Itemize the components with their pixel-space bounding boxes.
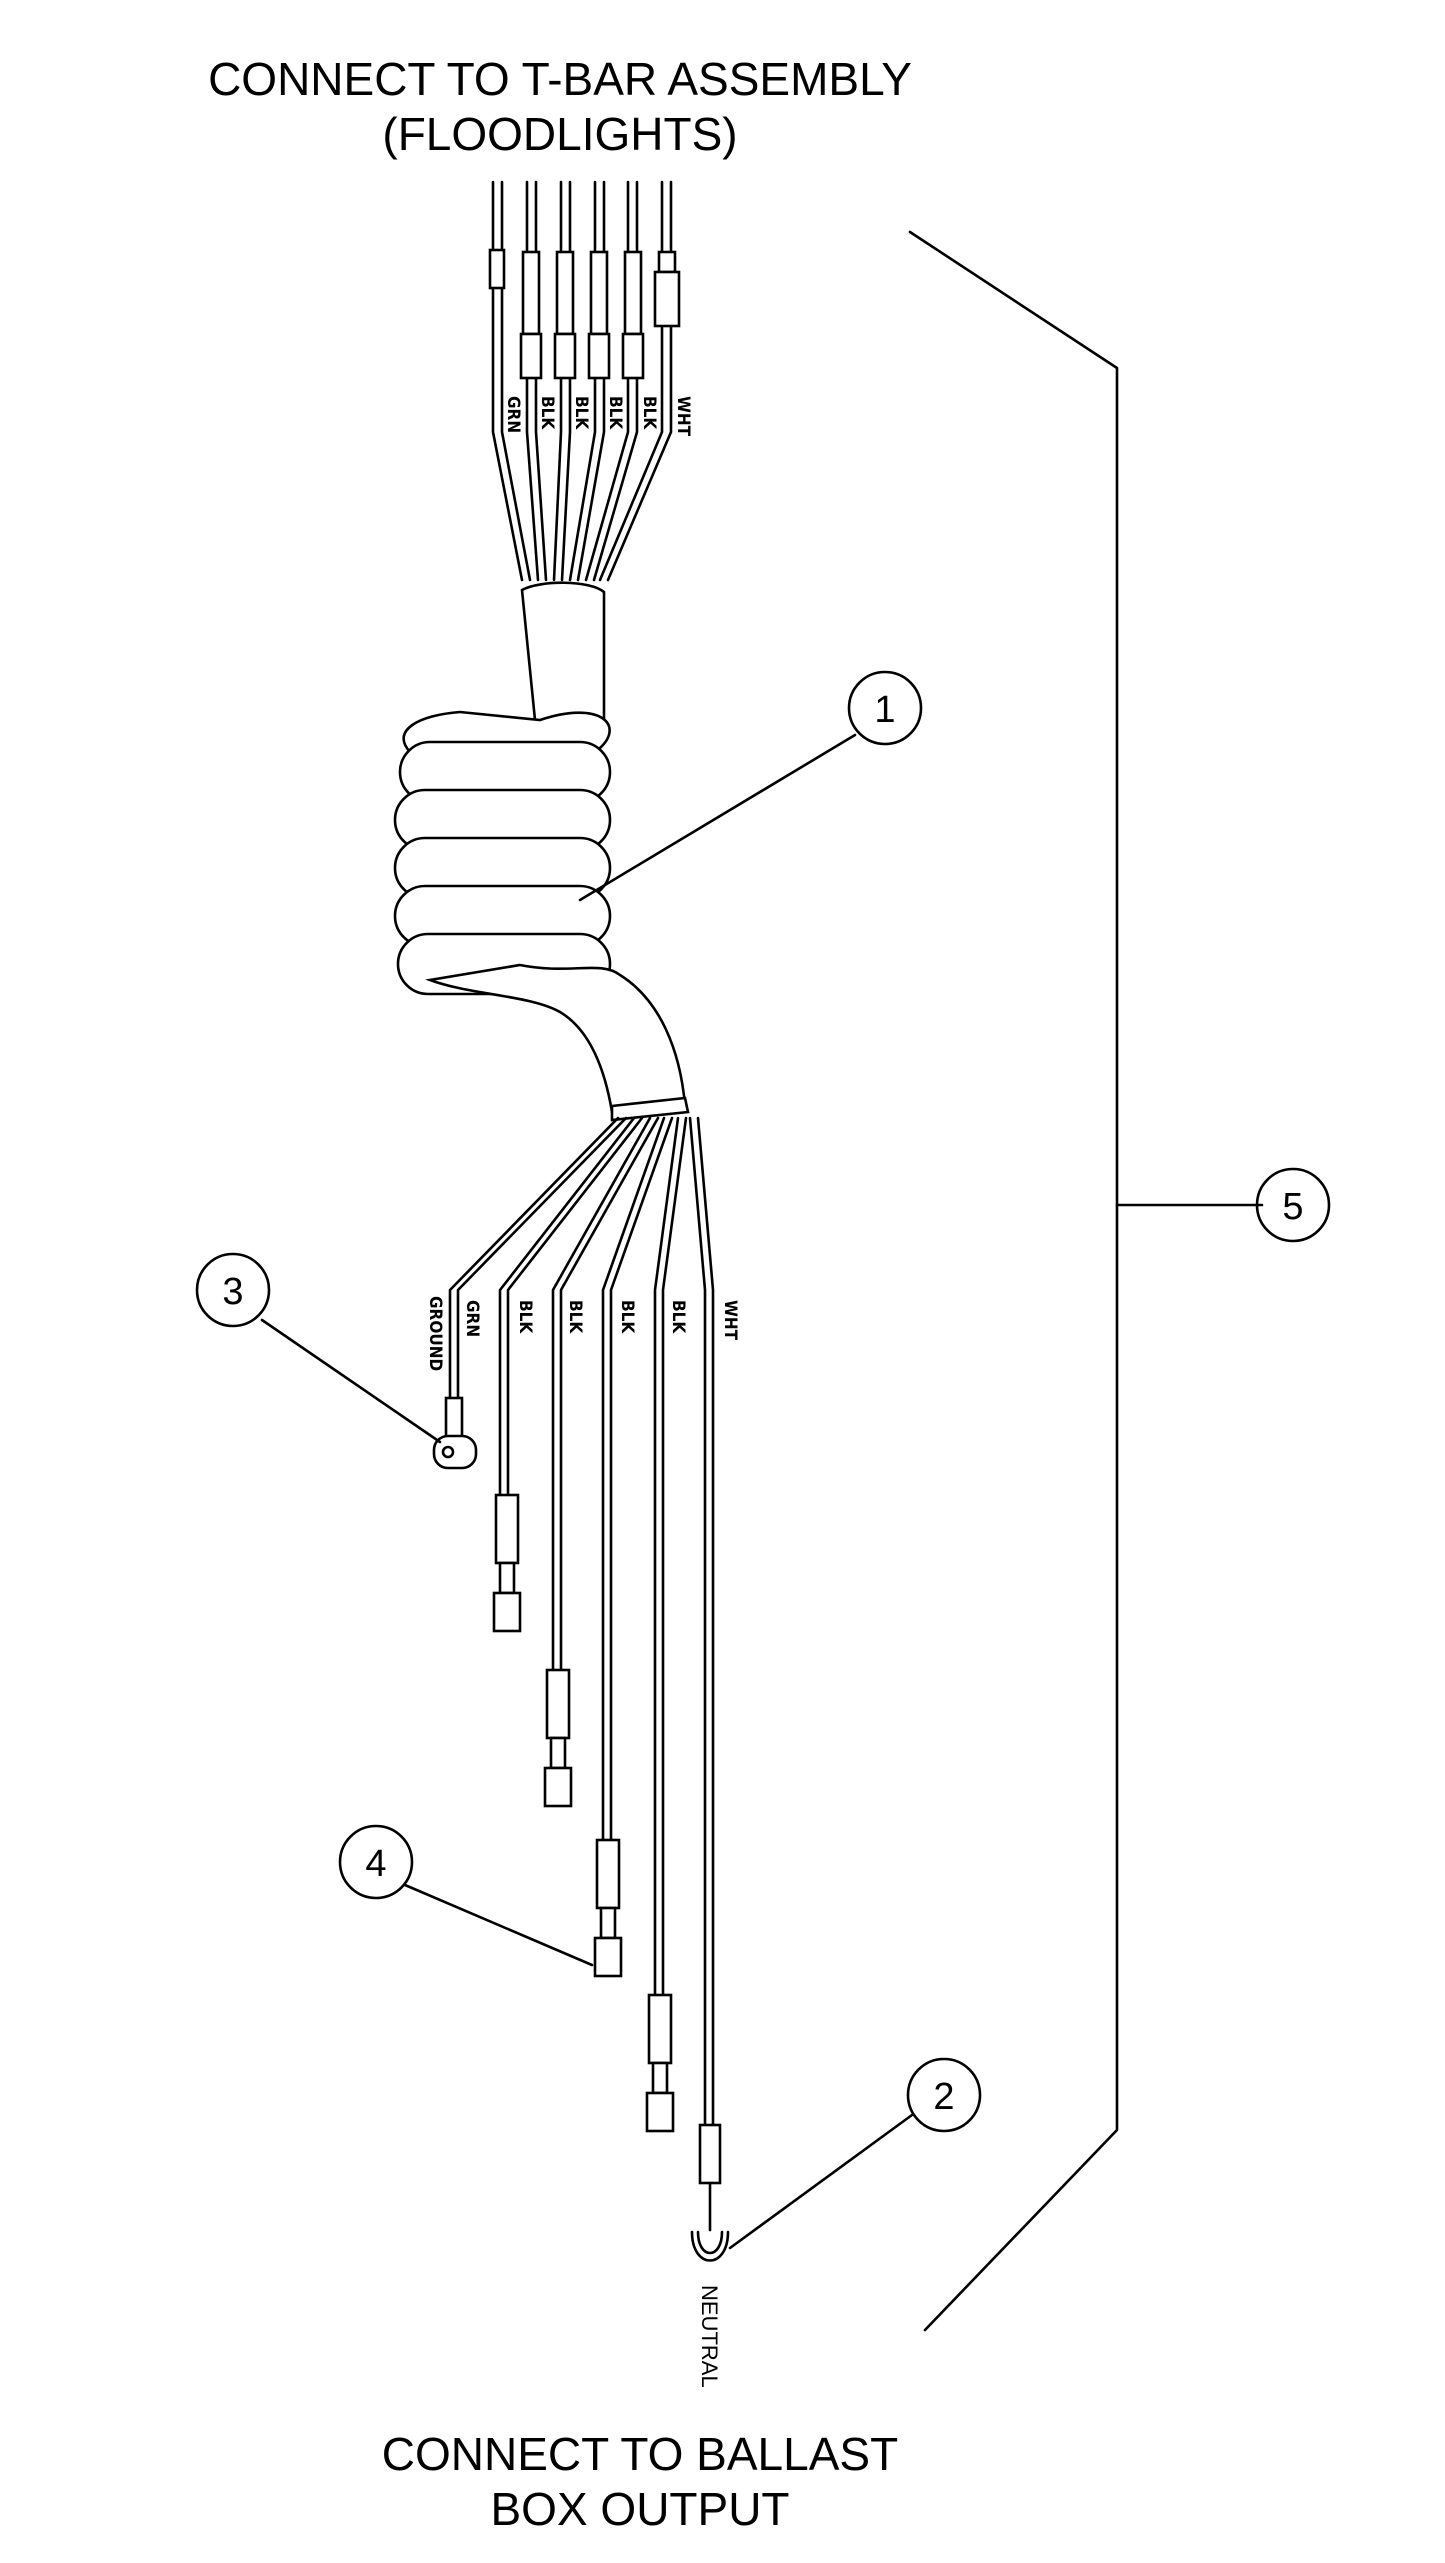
callout-1: 1 bbox=[847, 670, 923, 746]
cable-jacket-lower bbox=[424, 963, 687, 1114]
coiled-cord bbox=[393, 710, 612, 996]
fork-terminal-wht bbox=[690, 2123, 730, 2262]
top-ferrule-3 bbox=[589, 250, 609, 336]
top-connector-4 bbox=[621, 332, 645, 380]
spade-connector-blk-1 bbox=[543, 1668, 573, 1808]
top-wire-label-blk-2: BLK bbox=[571, 396, 591, 430]
callout-3-leader bbox=[260, 1318, 442, 1444]
cable-jacket-end bbox=[610, 1096, 690, 1122]
callout-3: 3 bbox=[195, 1252, 271, 1328]
callout-4: 4 bbox=[338, 1824, 414, 1900]
top-connector-group bbox=[488, 248, 681, 380]
harness-bracket bbox=[908, 230, 1119, 2332]
ground-ring-terminal bbox=[432, 1396, 478, 1470]
top-wire-label-wht: WHT bbox=[673, 396, 693, 437]
spade-connector-blk-3 bbox=[645, 1993, 675, 2133]
callout-4-leader bbox=[403, 1883, 594, 1967]
top-connector-1 bbox=[519, 332, 543, 380]
bottom-wire-label-grn: GRN bbox=[462, 1300, 482, 1337]
top-wire-end-grn bbox=[488, 248, 506, 290]
callout-2: 2 bbox=[906, 2057, 982, 2133]
callout-4-number: 4 bbox=[365, 1843, 386, 1885]
top-title-line2: (FLOODLIGHTS) bbox=[382, 108, 737, 160]
top-ferrule-1 bbox=[521, 250, 541, 336]
top-wire-label-blk-3: BLK bbox=[605, 396, 625, 430]
top-wire-label-blk-4: BLK bbox=[639, 396, 659, 430]
callout-2-number: 2 bbox=[933, 2076, 954, 2118]
neutral-label: NEUTRAL bbox=[697, 2285, 722, 2388]
bottom-title-line1: CONNECT TO BALLAST bbox=[382, 2428, 898, 2480]
top-ferrule-4 bbox=[623, 250, 643, 336]
bottom-wire-label-blk-2: BLK bbox=[565, 1300, 585, 1334]
spade-connector-grn bbox=[492, 1493, 522, 1633]
top-ferrule-2 bbox=[555, 250, 575, 336]
top-connector-3 bbox=[587, 332, 611, 380]
bottom-title-line2: BOX OUTPUT bbox=[490, 2483, 789, 2535]
top-wire-bundle bbox=[491, 180, 673, 582]
callout-1-leader bbox=[578, 733, 857, 902]
spade-connector-blk-2 bbox=[593, 1838, 623, 1978]
top-ferrule-5 bbox=[657, 250, 677, 274]
callout-3-number: 3 bbox=[222, 1271, 243, 1313]
top-wire-label-grn: GRN bbox=[503, 396, 523, 433]
top-connector-2 bbox=[553, 332, 577, 380]
top-wire-label-blk-1: BLK bbox=[537, 396, 557, 430]
bottom-wire-labels: GROUND GRN BLK BLK BLK BLK WHT bbox=[425, 1296, 740, 1371]
bottom-wire-label-blk-4: BLK bbox=[668, 1300, 688, 1334]
callout-1-number: 1 bbox=[874, 689, 895, 731]
callout-5-number: 5 bbox=[1282, 1186, 1303, 1228]
top-connector-5 bbox=[653, 270, 681, 328]
top-title-line1: CONNECT TO T-BAR ASSEMBLY bbox=[208, 53, 912, 105]
bottom-wire-bundle bbox=[448, 1116, 715, 2132]
callout-5: 5 bbox=[1255, 1167, 1331, 1243]
callout-2-leader bbox=[728, 2113, 914, 2250]
bottom-wire-label-blk-1: BLK bbox=[515, 1300, 535, 1334]
top-wire-labels: GRN BLK BLK BLK BLK WHT bbox=[503, 396, 693, 437]
bottom-wire-label-blk-3: BLK bbox=[617, 1300, 637, 1334]
bottom-wire-label-ground: GROUND bbox=[425, 1296, 445, 1371]
bottom-wire-label-wht: WHT bbox=[720, 1300, 740, 1341]
